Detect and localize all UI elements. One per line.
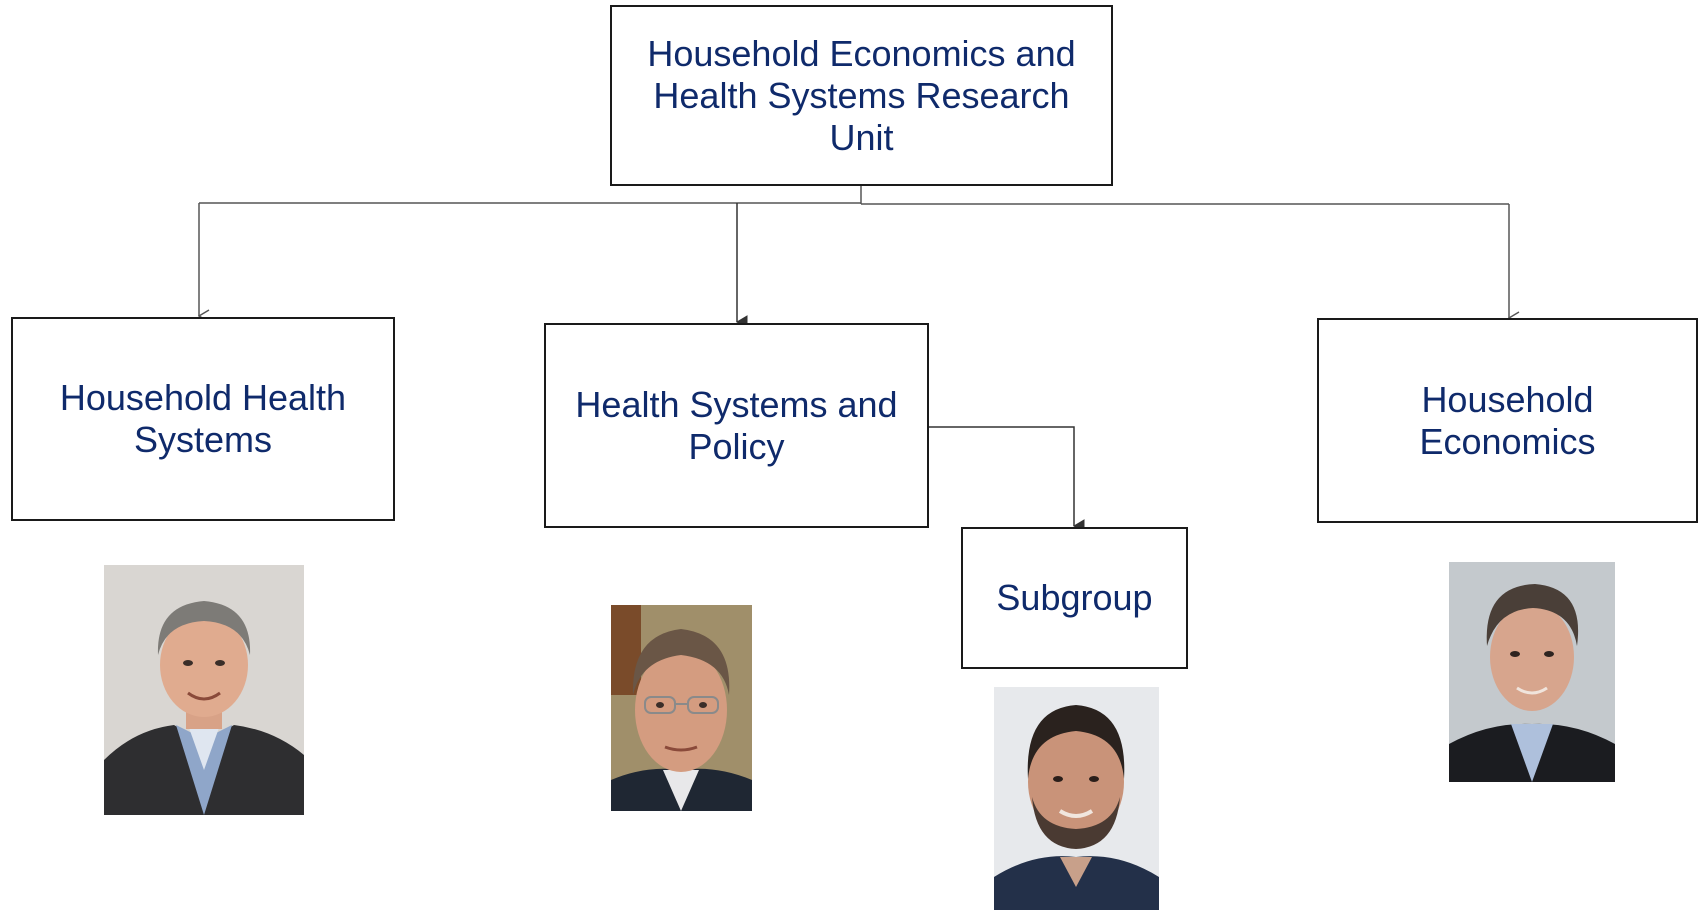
portrait-photo-subgroup [994,687,1159,910]
unit-box-household-economics: Household Economics [1317,318,1698,523]
root-unit-label: Household Economics and Health Systems R… [647,32,1076,158]
unit-label-health-systems-policy: Health Systems and Policy [575,383,898,467]
subgroup-box: Subgroup [961,527,1188,669]
unit-box-household-health-systems: Household Health Systems [11,317,395,521]
connector-subgroup [928,426,1085,533]
unit-label-household-health-systems: Household Health Systems [59,377,347,460]
portrait-photo-household-health-systems [104,565,304,815]
portrait-photo-household-economics [1449,562,1615,782]
portrait-photo-health-systems-policy [611,605,752,811]
subgroup-label: Subgroup [996,577,1153,618]
root-unit-box: Household Economics and Health Systems R… [610,5,1113,186]
unit-label-household-economics: Household Economics [1419,378,1596,462]
unit-box-health-systems-policy: Health Systems and Policy [544,323,929,528]
